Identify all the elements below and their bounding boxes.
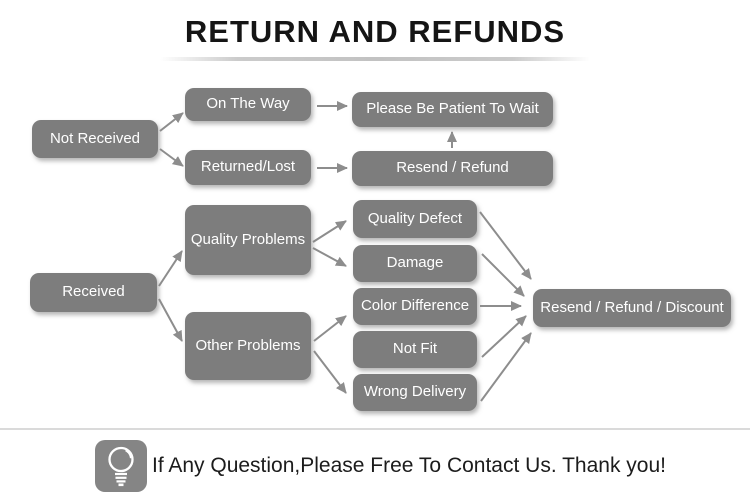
edge-received-qualityproblems: [158, 250, 183, 287]
edge-wrongdelivery-discount: [480, 332, 532, 402]
node-label: Received: [62, 283, 125, 301]
node-label: Wrong Delivery: [363, 383, 467, 401]
node-quality-defect: Quality Defect: [353, 200, 477, 238]
node-wrong-delivery: Wrong Delivery: [353, 374, 477, 411]
edge-otherproblems-wrongdelivery: [313, 350, 347, 394]
node-label: Quality Defect: [367, 209, 463, 227]
title-underline: [160, 57, 590, 61]
node-received: Received: [30, 273, 157, 312]
node-please-be-patient: Please Be Patient To Wait: [352, 92, 553, 127]
node-other-problems: Other Problems: [185, 312, 311, 380]
edge-notreceived-returnedlost: [159, 148, 184, 167]
node-not-fit: Not Fit: [353, 331, 477, 368]
node-label: Not Fit: [392, 340, 438, 358]
node-label: Other Problems: [195, 336, 301, 354]
node-label: Color Difference: [360, 297, 470, 315]
node-label: Please Be Patient To Wait: [366, 100, 539, 118]
node-resend-refund-discount: Resend / Refund / Discount: [533, 289, 731, 327]
footer-divider: [0, 428, 750, 430]
node-resend-refund: Resend / Refund: [352, 151, 553, 186]
edge-received-otherproblems: [158, 298, 183, 342]
edge-qualityproblems-qualitydefect: [312, 220, 347, 243]
node-color-difference: Color Difference: [353, 288, 477, 325]
node-returned-lost: Returned/Lost: [185, 150, 311, 185]
light-bulb-glyph: [108, 446, 134, 487]
edge-notfit-discount: [481, 315, 527, 358]
light-bulb-icon: [95, 440, 147, 492]
node-label: On The Way: [206, 95, 290, 113]
node-on-the-way: On The Way: [185, 88, 311, 121]
page-title: RETURN AND REFUNDS: [184, 14, 566, 49]
node-damage: Damage: [353, 245, 477, 282]
edge-qualityproblems-damage: [312, 247, 347, 267]
node-label: Quality Problems: [190, 230, 306, 248]
edge-otherproblems-colordifference: [313, 315, 347, 342]
edge-notreceived-ontheway: [159, 112, 184, 132]
edge-qualitydefect-discount: [479, 211, 532, 280]
footer-message: If Any Question,Please Free To Contact U…: [152, 454, 666, 477]
node-quality-problems: Quality Problems: [185, 205, 311, 275]
node-label: Not Received: [49, 129, 141, 147]
edge-damage-discount: [481, 253, 525, 297]
node-not-received: Not Received: [32, 120, 158, 158]
node-label: Returned/Lost: [200, 158, 296, 176]
node-label: Resend / Refund / Discount: [540, 298, 724, 316]
node-label: Resend / Refund: [396, 159, 509, 177]
node-label: Damage: [386, 254, 444, 272]
